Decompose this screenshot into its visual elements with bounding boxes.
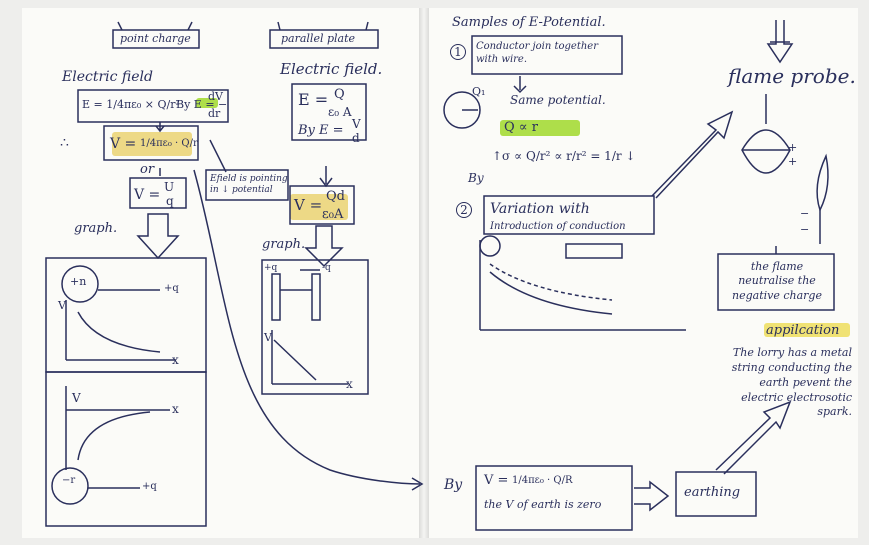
plate-plus-q: +q — [264, 264, 277, 273]
plate-axis-v: V — [264, 332, 272, 343]
plate-axis-x: x — [346, 378, 353, 390]
graph-left-label: graph. — [74, 222, 117, 235]
v-top: V — [352, 118, 361, 130]
equation-e-point: E = 1/4πε₀ × Q/r² — [82, 99, 180, 110]
item2-text: Variation with — [490, 202, 590, 216]
v-earth: V = — [484, 474, 508, 487]
plate-minus-q: -q — [322, 264, 331, 273]
dv: dV — [208, 91, 223, 102]
axis-x-top: x — [172, 354, 179, 366]
v-eq-qd: V = — [294, 198, 322, 213]
same-potential: Same potential. — [510, 94, 606, 106]
minus-sign-2: − — [800, 224, 809, 235]
v-eq-point-b: 1/4πε₀ · Q/r — [140, 139, 198, 149]
axis-v-top: V — [58, 300, 66, 311]
heading-electric-field-right: Electric field. — [280, 62, 382, 77]
axis-x-bottom: x — [172, 403, 179, 415]
minus-q-label: +q — [142, 482, 157, 492]
right-title: Samples of E-Potential. — [452, 16, 606, 29]
therefore-sign: ∴ — [60, 136, 69, 150]
e-eq-q: Q — [334, 88, 345, 101]
plus-n-label: +n — [70, 276, 86, 287]
earthing-label: earthing — [684, 486, 740, 499]
earth-v-zero: the V of earth is zero — [484, 498, 624, 513]
item1-number: 1 — [450, 44, 466, 60]
d-bottom: d — [352, 132, 360, 144]
q-prop-r: Q ∝ r — [504, 121, 538, 134]
e-equals: E = — [298, 92, 328, 108]
qd: Qd — [326, 190, 345, 203]
minus-r-label: −r — [62, 476, 75, 486]
q1-label: Q₁ — [472, 86, 485, 97]
graph-right-label: graph. — [262, 238, 305, 251]
dr: dr — [208, 108, 220, 119]
eoa: ε₀A — [322, 208, 343, 221]
v-earth-frac: 1/4πε₀ · Q/R — [512, 476, 573, 486]
e-eq-eoa: ε₀ A — [328, 106, 352, 118]
v-eq-u: V = — [134, 188, 160, 202]
heading-electric-field-left: Electric field — [62, 70, 153, 84]
by-e-eq: By E = — [298, 124, 344, 137]
application-heading: appilcation — [766, 324, 839, 337]
by-earth: By — [444, 478, 462, 492]
plus-q-label: +q — [164, 284, 179, 294]
flame-probe-title: flame probe. — [728, 66, 856, 86]
by-label: By — [468, 172, 484, 184]
label-parallel-plate: parallel plate — [281, 33, 355, 44]
item1-text: Conductor join together with wire. — [476, 40, 620, 66]
plus-sign: + — [788, 142, 797, 153]
flame-note: the flame neutralise the negative charge — [722, 260, 832, 303]
item2-sub: Introduction of conduction — [490, 222, 626, 232]
lorry-text: The lorry has a metal string conducting … — [720, 346, 852, 420]
minus-sign: − — [800, 208, 809, 219]
v-eq-point-a: V = — [110, 137, 136, 151]
item2-number: 2 — [456, 202, 472, 218]
sigma-relation: ↑σ ∝ Q/r² ∝ r/r² = 1/r ↓ — [492, 150, 635, 162]
axis-v-bottom: V — [72, 392, 81, 404]
q: q — [166, 195, 174, 207]
plus-sign-2: + — [788, 156, 797, 167]
or-label: or — [140, 163, 154, 176]
note-field-pointing: Efield is pointing in ↓ potential — [210, 174, 288, 197]
label-point-charge: point charge — [120, 33, 191, 44]
u: U — [164, 181, 174, 193]
